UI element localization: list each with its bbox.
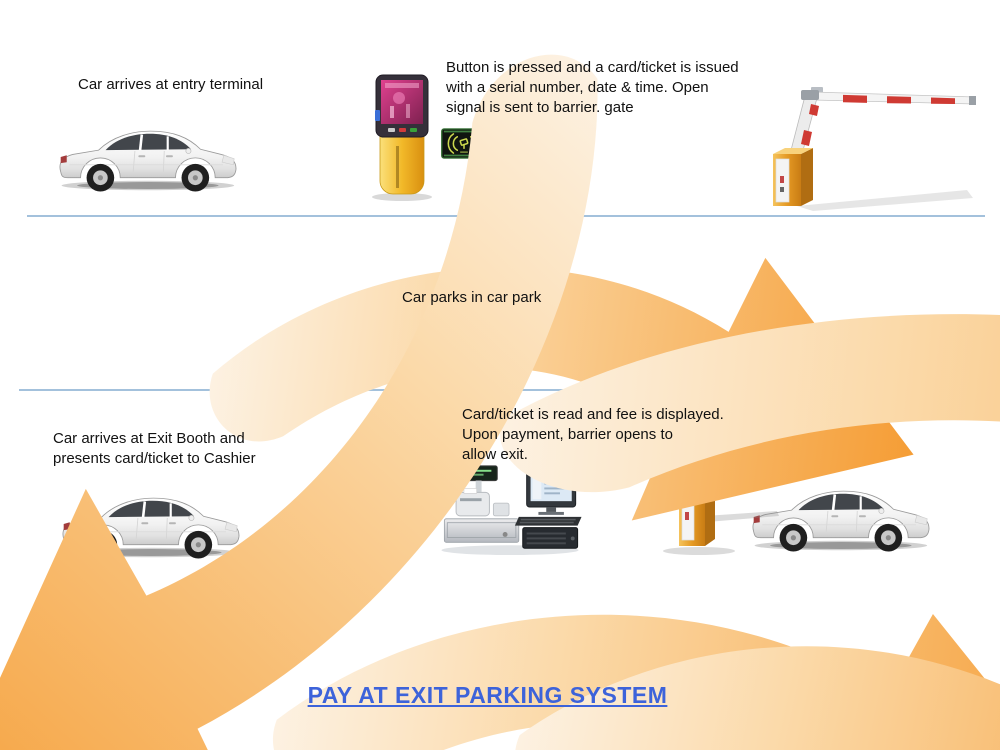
fee-line2: Upon payment, barrier opens to — [462, 426, 673, 443]
section-divider-bottom — [19, 389, 985, 391]
exit-booth-line2: presents card/ticket to Cashier — [53, 450, 256, 467]
fee-line3: allow exit. — [462, 446, 528, 463]
ticket-step-text: Button is pressed and a card/ticket is i… — [446, 58, 739, 118]
ticket-step-line3: signal is sent to barrier. gate — [446, 99, 634, 116]
arrow-cashier-to-exit-barrier — [499, 537, 1000, 750]
entry-step-label: Car arrives at entry terminal — [78, 76, 264, 93]
entry-terminal-kiosk — [372, 74, 432, 201]
cashier-pos-station — [441, 465, 582, 556]
section-divider-top — [27, 215, 985, 217]
park-step-label: Car parks in car park — [402, 289, 542, 306]
car-at-entry — [52, 113, 242, 195]
ticket-step-line2: with a serial number, date & time. Open — [446, 79, 709, 96]
car-at-exit-booth — [55, 480, 245, 562]
fee-line1: Card/ticket is read and fee is displayed… — [462, 406, 724, 423]
entry-barrier-gate — [773, 87, 976, 211]
ticket-step-line1: Button is pressed and a card/ticket is i… — [446, 59, 739, 76]
diagram-title: PAY AT EXIT PARKING SYSTEM — [307, 682, 668, 708]
fee-step-text: Card/ticket is read and fee is displayed… — [462, 405, 724, 465]
contactless-card-icon-entry — [441, 128, 487, 159]
exit-booth-line1: Car arrives at Exit Booth and — [53, 430, 245, 447]
contactless-card-icon-exit — [337, 475, 383, 506]
exit-booth-step-text: Car arrives at Exit Booth and presents c… — [53, 429, 256, 469]
